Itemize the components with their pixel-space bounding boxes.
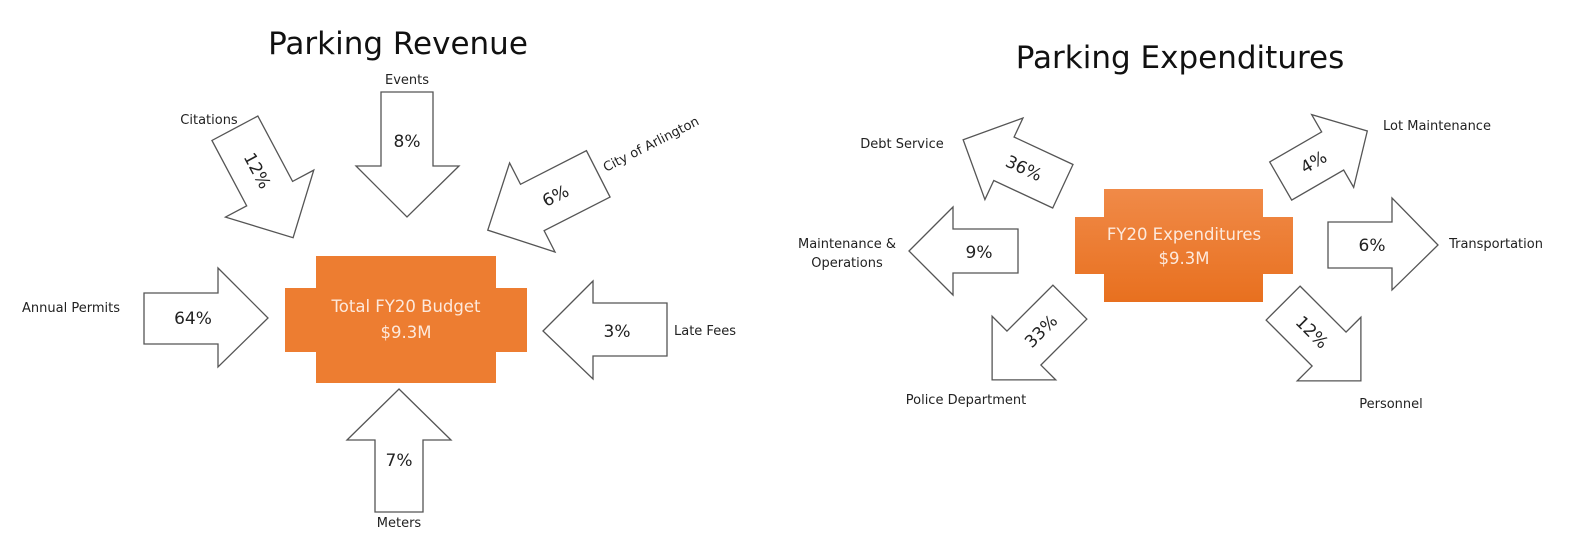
expenditures-panel: Parking Expenditures FY20 Expenditures $…	[798, 40, 1543, 412]
arrow-debt-service: 36% Debt Service	[860, 116, 1074, 209]
label-maintenance-operations-line2: Operations	[811, 256, 883, 271]
revenue-hub: Total FY20 Budget $9.3M	[285, 256, 527, 383]
arrow-down-right-icon	[211, 115, 315, 239]
label-transportation: Transportation	[1448, 237, 1543, 252]
label-personnel: Personnel	[1359, 397, 1423, 412]
arrow-late-fees: 3% Late Fees	[542, 279, 736, 381]
arrow-annual-permits: 64% Annual Permits	[22, 266, 269, 369]
label-lot-maintenance: Lot Maintenance	[1383, 119, 1491, 134]
arrow-left-icon	[908, 205, 1019, 297]
arrow-left-icon	[542, 279, 668, 381]
arrow-right-icon	[1327, 196, 1439, 292]
arrow-up-right-icon	[1268, 113, 1369, 201]
label-meters: Meters	[377, 516, 422, 531]
revenue-panel: Parking Revenue Total FY20 Budget $9.3M …	[22, 26, 736, 531]
label-late-fees: Late Fees	[674, 324, 736, 339]
revenue-title: Parking Revenue	[268, 26, 528, 62]
arrow-down-icon	[354, 91, 461, 218]
revenue-hub-title: Total FY20 Budget	[331, 297, 481, 316]
arrow-maintenance-operations: 9% Maintenance & Operations	[798, 205, 1019, 297]
label-citations: Citations	[180, 113, 238, 128]
expenditures-hub-amount: $9.3M	[1159, 249, 1210, 268]
percent-maintenance-operations: 9%	[966, 243, 993, 263]
arrow-right-icon	[143, 266, 269, 369]
arrow-events: 8% Events	[354, 73, 461, 218]
arrow-down-right-icon	[1265, 285, 1362, 382]
arrow-up-left-icon	[962, 116, 1074, 209]
expenditures-hub-title: FY20 Expenditures	[1107, 225, 1261, 244]
percent-meters: 7%	[386, 451, 413, 471]
arrow-lot-maintenance: 4% Lot Maintenance	[1268, 113, 1491, 201]
label-maintenance-operations-line1: Maintenance &	[798, 237, 896, 252]
label-police-department: Police Department	[906, 393, 1027, 408]
label-annual-permits: Annual Permits	[22, 301, 120, 316]
percent-late-fees: 3%	[604, 322, 631, 342]
label-city-of-arlington: City of Arlington	[601, 114, 702, 175]
percent-annual-permits: 64%	[174, 309, 212, 329]
arrow-police-department: 33% Police Department	[906, 284, 1088, 408]
arrow-down-left-icon	[991, 284, 1088, 381]
expenditures-hub-shape	[1075, 189, 1293, 302]
label-debt-service: Debt Service	[860, 137, 944, 152]
expenditures-hub: FY20 Expenditures $9.3M	[1075, 189, 1293, 302]
label-events: Events	[385, 73, 429, 88]
arrow-transportation: 6% Transportation	[1327, 196, 1543, 292]
percent-transportation: 6%	[1359, 236, 1386, 256]
arrow-personnel: 12% Personnel	[1265, 285, 1423, 412]
arrow-down-left-icon	[486, 149, 611, 254]
arrow-citations: 12% Citations	[180, 113, 315, 239]
arrow-up-icon	[345, 388, 453, 513]
expenditures-title: Parking Expenditures	[1016, 40, 1345, 76]
revenue-hub-shape	[285, 256, 527, 383]
arrow-meters: 7% Meters	[345, 388, 453, 531]
revenue-hub-amount: $9.3M	[381, 323, 432, 342]
percent-events: 8%	[394, 132, 421, 152]
arrow-city-of-arlington: 6% City of Arlington	[486, 114, 702, 254]
